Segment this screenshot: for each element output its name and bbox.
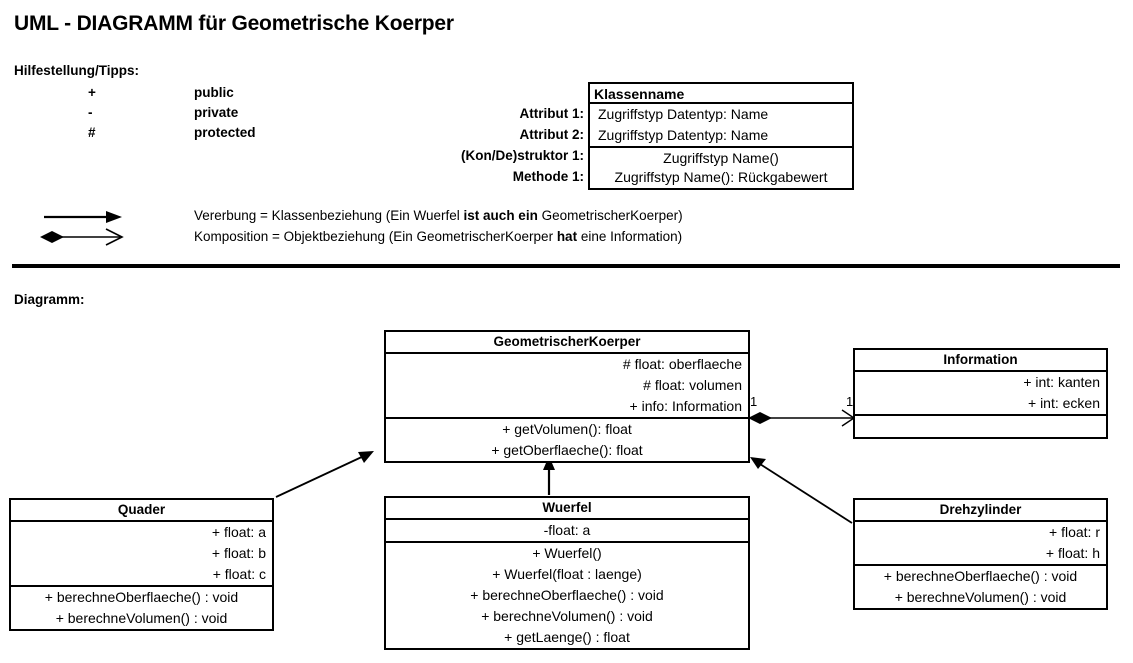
relation-legend-inheritance-text: Vererbung = Klassenbeziehung (Ein Wuerfe…: [194, 208, 683, 223]
attribute-row: # float: volumen: [643, 377, 742, 393]
legend-attributes-compartment: Zugriffstyp Datentyp: Name Zugriffstyp D…: [590, 104, 852, 146]
legend-caption-konstruktor: (Kon/De)struktor 1:: [460, 148, 584, 163]
legend-caption-attribut-2: Attribut 2:: [519, 127, 585, 142]
methods-compartment: + getVolumen(): float + getOberflaeche()…: [386, 417, 748, 461]
hints-label: Hilfestellung/Tipps:: [14, 63, 140, 78]
methods-compartment: + berechneOberflaeche() : void + berechn…: [855, 564, 1106, 608]
attributes-compartment: + float: a + float: b + float: c: [11, 522, 272, 585]
visibility-meaning-private: private: [194, 105, 239, 120]
attributes-compartment: # float: oberflaeche # float: volumen + …: [386, 354, 748, 417]
visibility-meaning-protected: protected: [194, 125, 256, 140]
relation-legend-composition-text: Komposition = Objektbeziehung (Ein Geome…: [194, 229, 682, 244]
class-box-quader[interactable]: Quader + float: a + float: b + float: c …: [9, 498, 274, 631]
class-box-drehzylinder[interactable]: Drehzylinder + float: r + float: h + ber…: [853, 498, 1108, 610]
attribute-row: + info: Information: [629, 398, 742, 414]
relation-text-bold: hat: [556, 229, 578, 244]
method-row: + getLaenge() : float: [504, 629, 630, 645]
attribute-row: + float: h: [1045, 545, 1100, 561]
legend-class-box: Klassenname Zugriffstyp Datentyp: Name Z…: [588, 82, 854, 190]
attribute-row: + float: b: [211, 545, 266, 561]
attribute-row: + float: a: [211, 524, 266, 540]
composition-arrow-icon: [40, 228, 124, 246]
attribute-row: -float: a: [543, 522, 591, 538]
legend-caption-attribut-1: Attribut 1:: [519, 106, 585, 121]
relation-legend-icons: [40, 211, 124, 246]
class-name: GeometrischerKoerper: [386, 332, 748, 354]
multiplicity-source: 1: [750, 394, 758, 409]
multiplicity-target: 1: [846, 394, 854, 409]
visibility-symbol-protected: #: [88, 125, 96, 140]
class-box-information[interactable]: Information + int: kanten + int: ecken: [853, 348, 1108, 439]
relation-text-bold: ist auch ein: [463, 208, 538, 223]
methods-compartment: + Wuerfel() + Wuerfel(float : laenge) + …: [386, 541, 748, 648]
legend-attribute-row: Zugriffstyp Datentyp: Name: [598, 127, 769, 143]
class-name: Drehzylinder: [855, 500, 1106, 522]
section-divider: [12, 264, 1120, 268]
method-row: + berechneOberflaeche() : void: [470, 587, 664, 603]
legend-method-row: Zugriffstyp Name(): [590, 146, 852, 167]
legend-method-row: Zugriffstyp Name(): Rückgabewert: [614, 169, 828, 185]
attributes-compartment: + int: kanten + int: ecken: [855, 372, 1106, 414]
methods-compartment: + berechneOberflaeche() : void + berechn…: [11, 585, 272, 629]
inheritance-arrow-icon: [44, 211, 122, 223]
method-row: + Wuerfel(float : laenge): [492, 566, 642, 582]
method-row: + berechneVolumen() : void: [55, 610, 228, 626]
method-row: + berechneVolumen() : void: [481, 608, 653, 624]
attribute-row: + float: c: [212, 566, 266, 582]
class-name: Information: [855, 350, 1106, 372]
attribute-row: + float: r: [1049, 524, 1100, 540]
method-row: + berechneOberflaeche() : void: [883, 568, 1078, 584]
relation-text-prefix: Komposition = Objektbeziehung (Ein Geome…: [194, 229, 557, 244]
method-row: + berechneOberflaeche() : void: [44, 589, 239, 605]
class-name: Wuerfel: [386, 498, 748, 520]
method-row: + getOberflaeche(): float: [491, 442, 643, 458]
relation-text-prefix: Vererbung = Klassenbeziehung (Ein Wuerfe…: [194, 208, 464, 223]
attribute-row: + int: ecken: [1028, 395, 1100, 411]
class-box-geometrischer-koerper[interactable]: GeometrischerKoerper # float: oberflaech…: [384, 330, 750, 463]
legend-caption-methode-1: Methode 1:: [512, 169, 584, 184]
visibility-meaning-public: public: [194, 85, 234, 100]
diagram-label: Diagramm:: [14, 292, 85, 307]
connector-quader-inheritance: [275, 451, 374, 498]
relation-text-suffix: eine Information): [577, 229, 683, 244]
attribute-row: + int: kanten: [1023, 374, 1100, 390]
method-row-empty: [855, 416, 1106, 437]
relation-text-suffix: GeometrischerKoerper): [537, 208, 683, 223]
legend-class-name: Klassenname: [590, 84, 852, 104]
class-box-wuerfel[interactable]: Wuerfel -float: a + Wuerfel() + Wuerfel(…: [384, 496, 750, 650]
method-row: + Wuerfel(): [532, 545, 602, 561]
connector-information-composition: [748, 409, 856, 427]
legend-methods-compartment: Zugriffstyp Name() Zugriffstyp Name(): R…: [590, 146, 852, 188]
page-title: UML - DIAGRAMM für Geometrische Koerper: [14, 12, 454, 35]
methods-compartment: [855, 414, 1106, 437]
method-row: + berechneVolumen() : void: [894, 589, 1067, 605]
attributes-compartment: + float: r + float: h: [855, 522, 1106, 564]
attributes-compartment: -float: a: [386, 520, 748, 541]
visibility-symbol-private: -: [88, 105, 93, 120]
attribute-row: # float: oberflaeche: [622, 356, 742, 372]
visibility-symbol-public: +: [88, 85, 96, 100]
connector-drehzylinder-inheritance: [750, 457, 853, 524]
class-name: Quader: [11, 500, 272, 522]
method-row: + getVolumen(): float: [502, 421, 632, 437]
legend-attribute-row: Zugriffstyp Datentyp: Name: [598, 106, 769, 122]
